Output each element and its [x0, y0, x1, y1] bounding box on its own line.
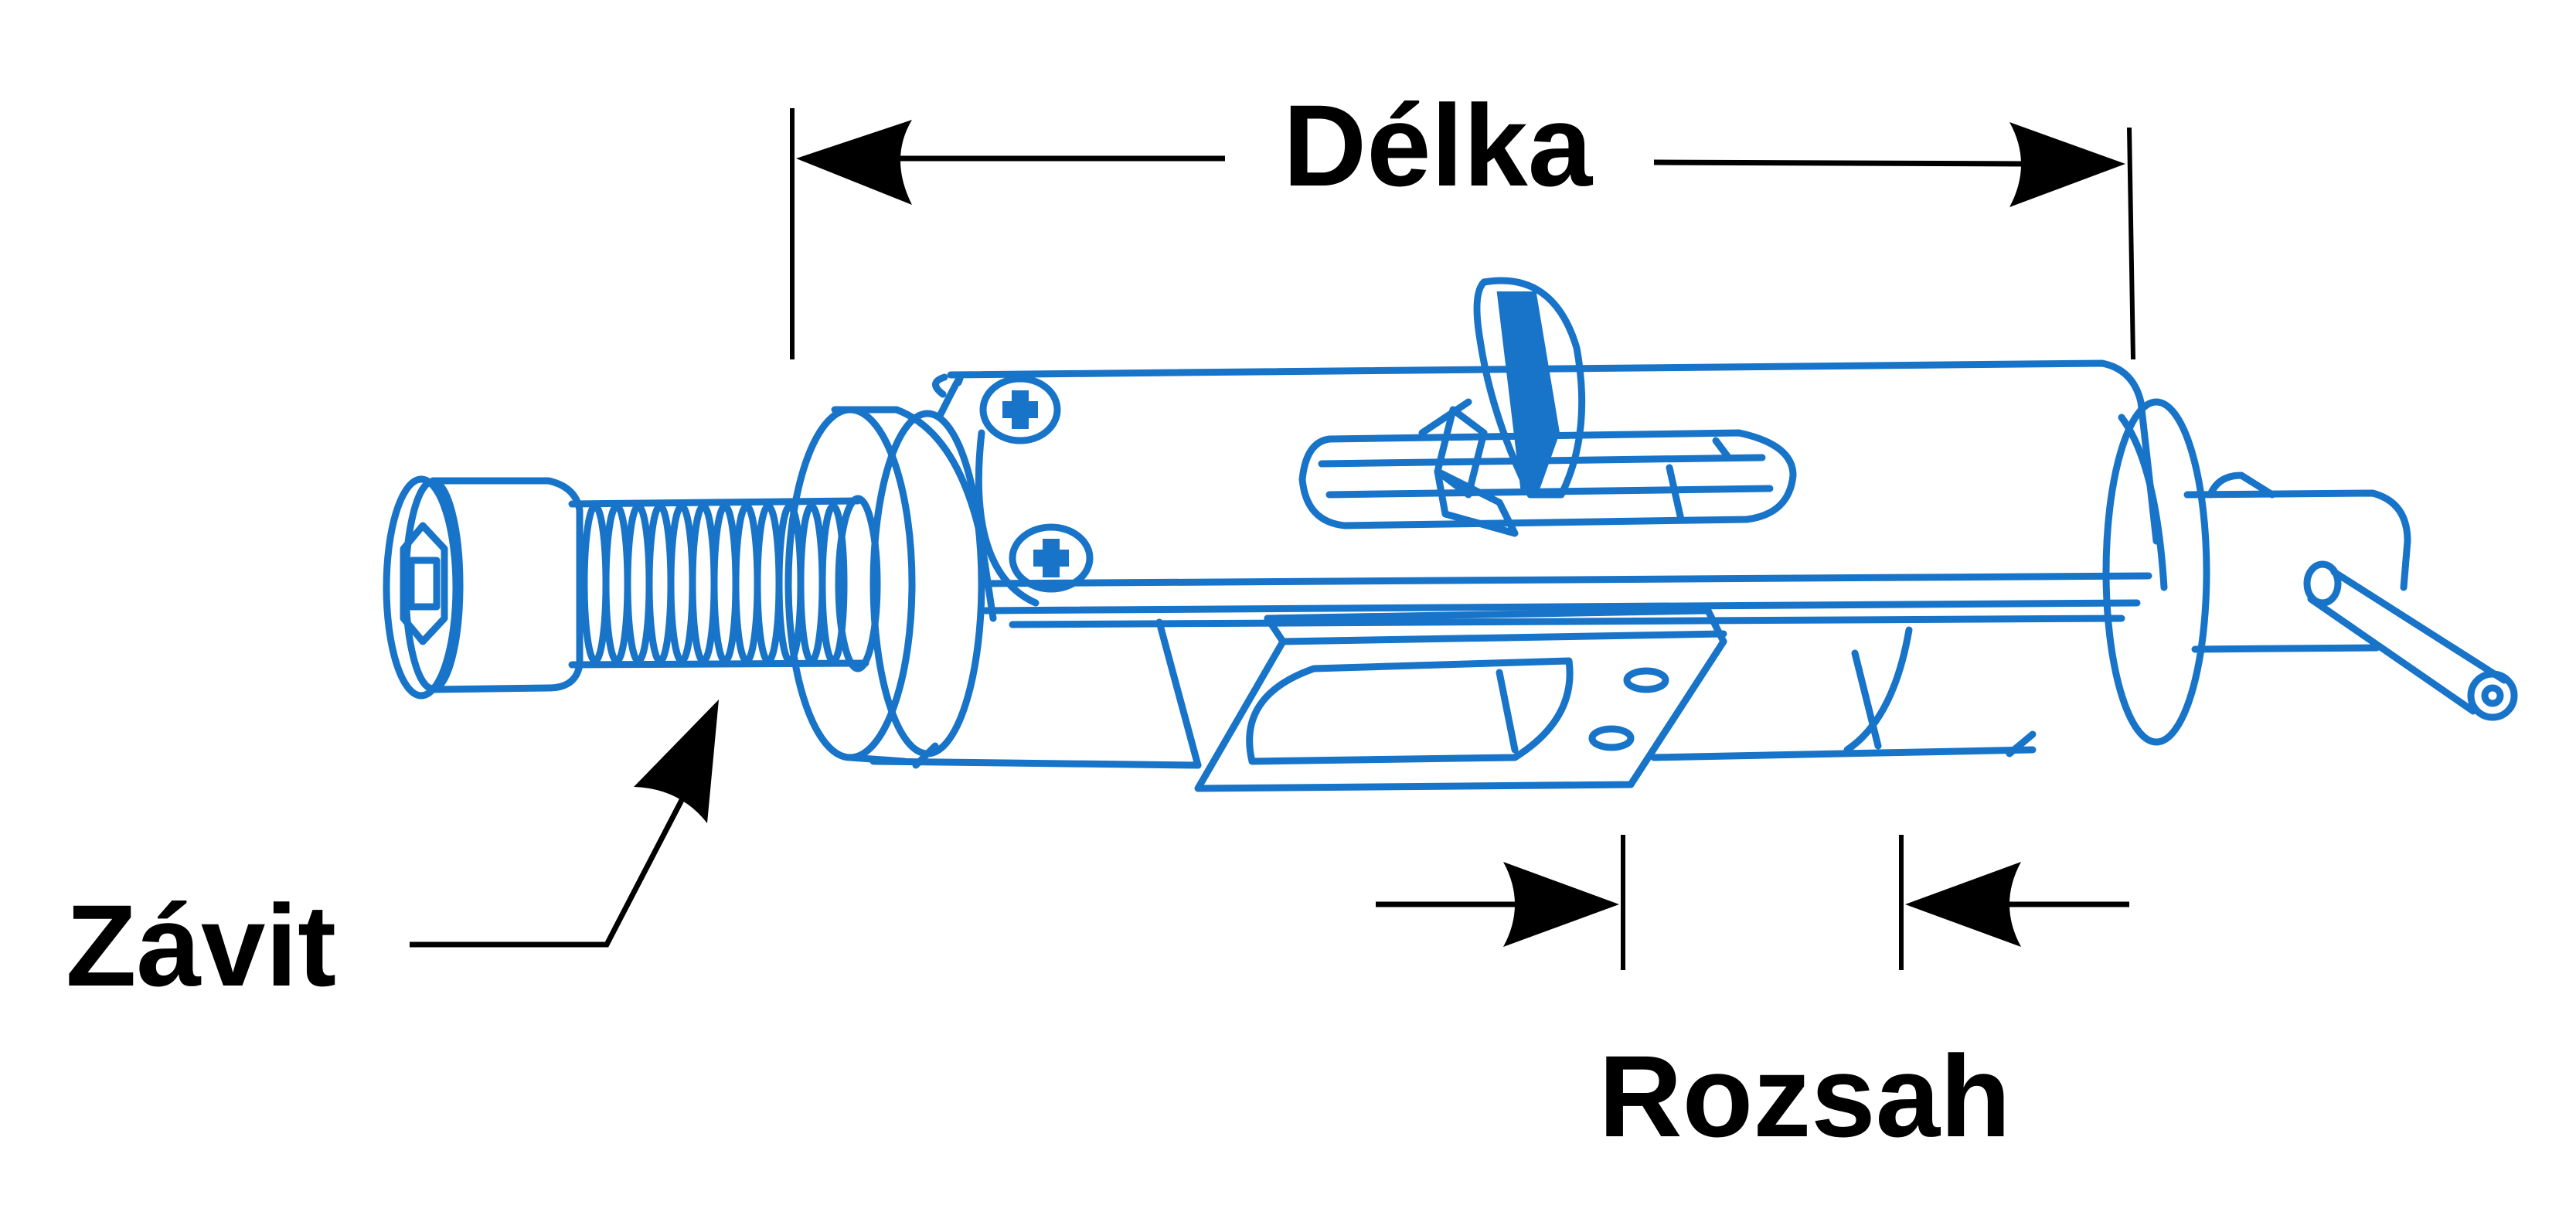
length-arrow-left — [796, 120, 912, 205]
thread-leader — [410, 700, 719, 948]
range-arrow-left — [1503, 862, 1619, 947]
length-dimension — [790, 108, 2135, 360]
cutter-slot — [1155, 607, 1913, 792]
thread-ridge — [818, 502, 848, 665]
wing-screw — [1418, 277, 1586, 537]
range-dimension — [1376, 835, 2129, 970]
rear-shaft — [2183, 472, 2518, 721]
thread-label: Závit — [66, 880, 336, 1010]
screw-top — [979, 375, 1061, 444]
thread-section — [568, 495, 881, 672]
main-body — [784, 359, 2210, 769]
screw-bottom — [1009, 523, 1094, 593]
length-arrow-right — [2009, 122, 2125, 207]
range-arrow-right — [1905, 862, 2021, 947]
length-label: Délka — [1283, 80, 1594, 210]
range-label: Rozsah — [1598, 1031, 2010, 1161]
end-knob — [383, 475, 584, 700]
thread-arrow — [634, 700, 719, 823]
boring-bar-tool-illustration — [383, 277, 2518, 792]
